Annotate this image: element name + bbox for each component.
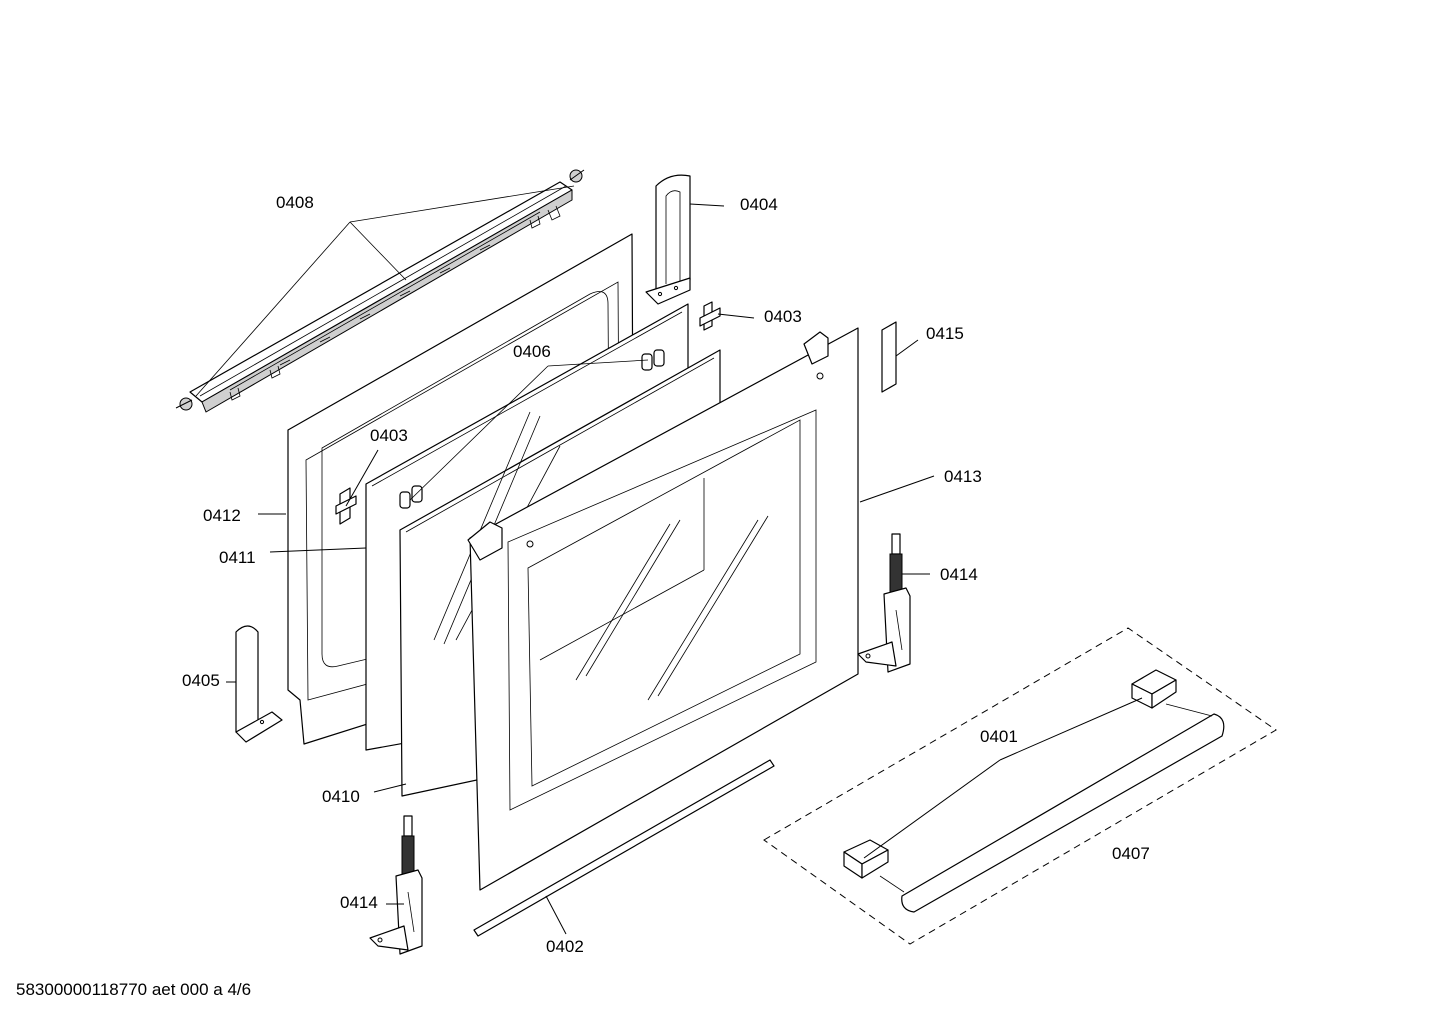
label-0405: 0405 bbox=[182, 671, 220, 690]
part-0413-outer-door bbox=[467, 327, 859, 891]
drawing-reference-number: 58300000118770 aet 000 a 4/6 bbox=[16, 980, 252, 999]
label-0414-right: 0414 bbox=[940, 565, 978, 584]
label-0412: 0412 bbox=[203, 506, 241, 525]
part-0402-seal-strip bbox=[473, 759, 775, 937]
part-0415-strip bbox=[881, 321, 897, 393]
label-0404: 0404 bbox=[740, 195, 778, 214]
label-0415: 0415 bbox=[926, 324, 964, 343]
label-0407: 0407 bbox=[1112, 844, 1150, 863]
leader-lines bbox=[195, 185, 1143, 935]
label-0403-left: 0403 bbox=[370, 426, 408, 445]
part-0406-glass-holder-bottom bbox=[399, 485, 423, 509]
label-0406: 0406 bbox=[513, 342, 551, 361]
part-0406-glass-holder-top bbox=[641, 349, 665, 371]
label-0411: 0411 bbox=[219, 548, 256, 567]
label-0403-right: 0403 bbox=[764, 307, 802, 326]
part-0408-top-rail bbox=[175, 169, 585, 413]
part-number-labels: 0408 0404 0403 0415 0406 0403 0413 0412 … bbox=[182, 193, 1150, 956]
part-0404-bracket bbox=[645, 174, 691, 305]
label-0410: 0410 bbox=[322, 787, 360, 806]
part-0414-hinge-right bbox=[857, 533, 911, 673]
label-0401: 0401 bbox=[980, 727, 1018, 746]
label-0414-left: 0414 bbox=[340, 893, 378, 912]
part-0407-handle-assembly bbox=[763, 627, 1277, 945]
part-0403-clip-right bbox=[699, 301, 721, 331]
part-0405-bracket bbox=[235, 625, 283, 743]
label-0408: 0408 bbox=[276, 193, 314, 212]
part-0414-hinge-left bbox=[369, 815, 423, 955]
label-0413: 0413 bbox=[944, 467, 982, 486]
label-0402: 0402 bbox=[546, 937, 584, 956]
